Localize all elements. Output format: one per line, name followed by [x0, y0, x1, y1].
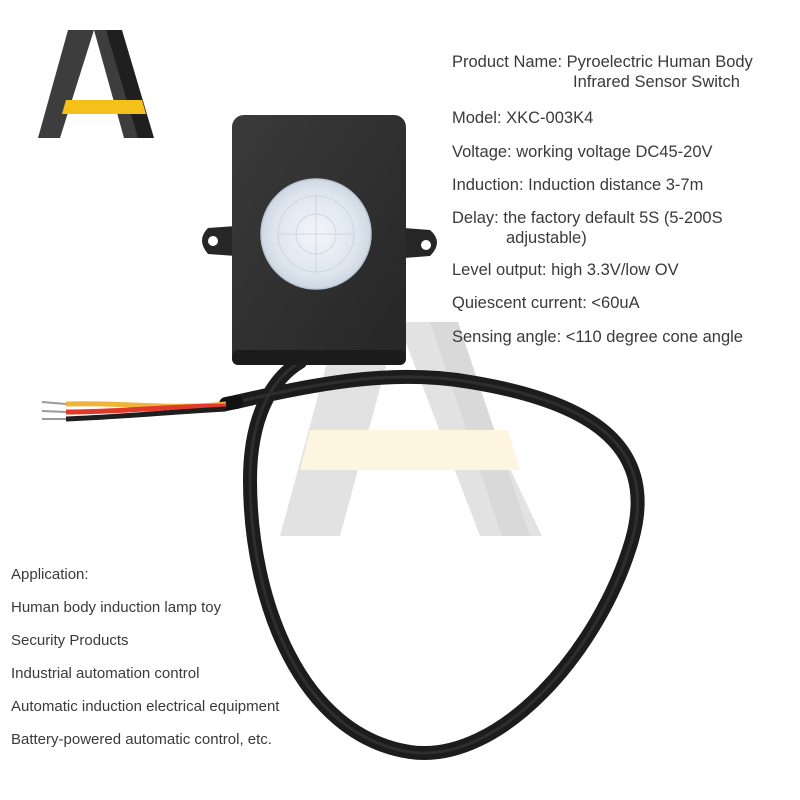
- spec-label: Model:: [452, 109, 502, 127]
- spec-level-output: Level output: high 3.3V/low OV: [452, 260, 679, 280]
- application-item: Human body induction lamp toy: [11, 599, 222, 616]
- spec-voltage: Voltage: working voltage DC45-20V: [452, 142, 713, 162]
- spec-value: <60uA: [591, 294, 640, 312]
- application-item: Industrial automation control: [11, 665, 200, 682]
- spec-model: Model: XKC-003K4: [452, 108, 593, 128]
- spec-value: XKC-003K4: [506, 109, 594, 127]
- spec-label: Quiescent current:: [452, 294, 587, 312]
- spec-induction: Induction: Induction distance 3-7m: [452, 175, 703, 195]
- spec-value: working voltage DC45-20V: [516, 143, 713, 161]
- application-item: Automatic induction electrical equipment: [11, 698, 280, 715]
- spec-label: Level output:: [452, 261, 547, 279]
- spec-product-name: Product Name: Pyroelectric Human Body In…: [452, 52, 753, 92]
- spec-value-cont: adjustable): [506, 229, 587, 247]
- spec-value: Induction distance 3-7m: [528, 176, 704, 194]
- spec-value: the factory default 5S (5-200S: [503, 209, 723, 227]
- spec-quiescent-current: Quiescent current: <60uA: [452, 293, 640, 313]
- spec-label: Delay:: [452, 209, 499, 227]
- spec-value: high 3.3V/low OV: [551, 261, 679, 279]
- spec-value: <110 degree cone angle: [565, 328, 743, 346]
- spec-value-cont: Infrared Sensor Switch: [573, 73, 740, 91]
- spec-delay: Delay: the factory default 5S (5-200S ad…: [452, 208, 723, 248]
- spec-label: Induction:: [452, 176, 524, 194]
- application-item: Security Products: [11, 632, 129, 649]
- spec-label: Voltage:: [452, 143, 512, 161]
- application-title: Application:: [11, 566, 89, 583]
- spec-label: Product Name:: [452, 53, 563, 71]
- spec-sensing-angle: Sensing angle: <110 degree cone angle: [452, 327, 743, 347]
- application-item: Battery-powered automatic control, etc.: [11, 731, 272, 748]
- brand-logo-icon: [38, 30, 154, 138]
- spec-label: Sensing angle:: [452, 328, 562, 346]
- spec-value: Pyroelectric Human Body: [566, 53, 753, 71]
